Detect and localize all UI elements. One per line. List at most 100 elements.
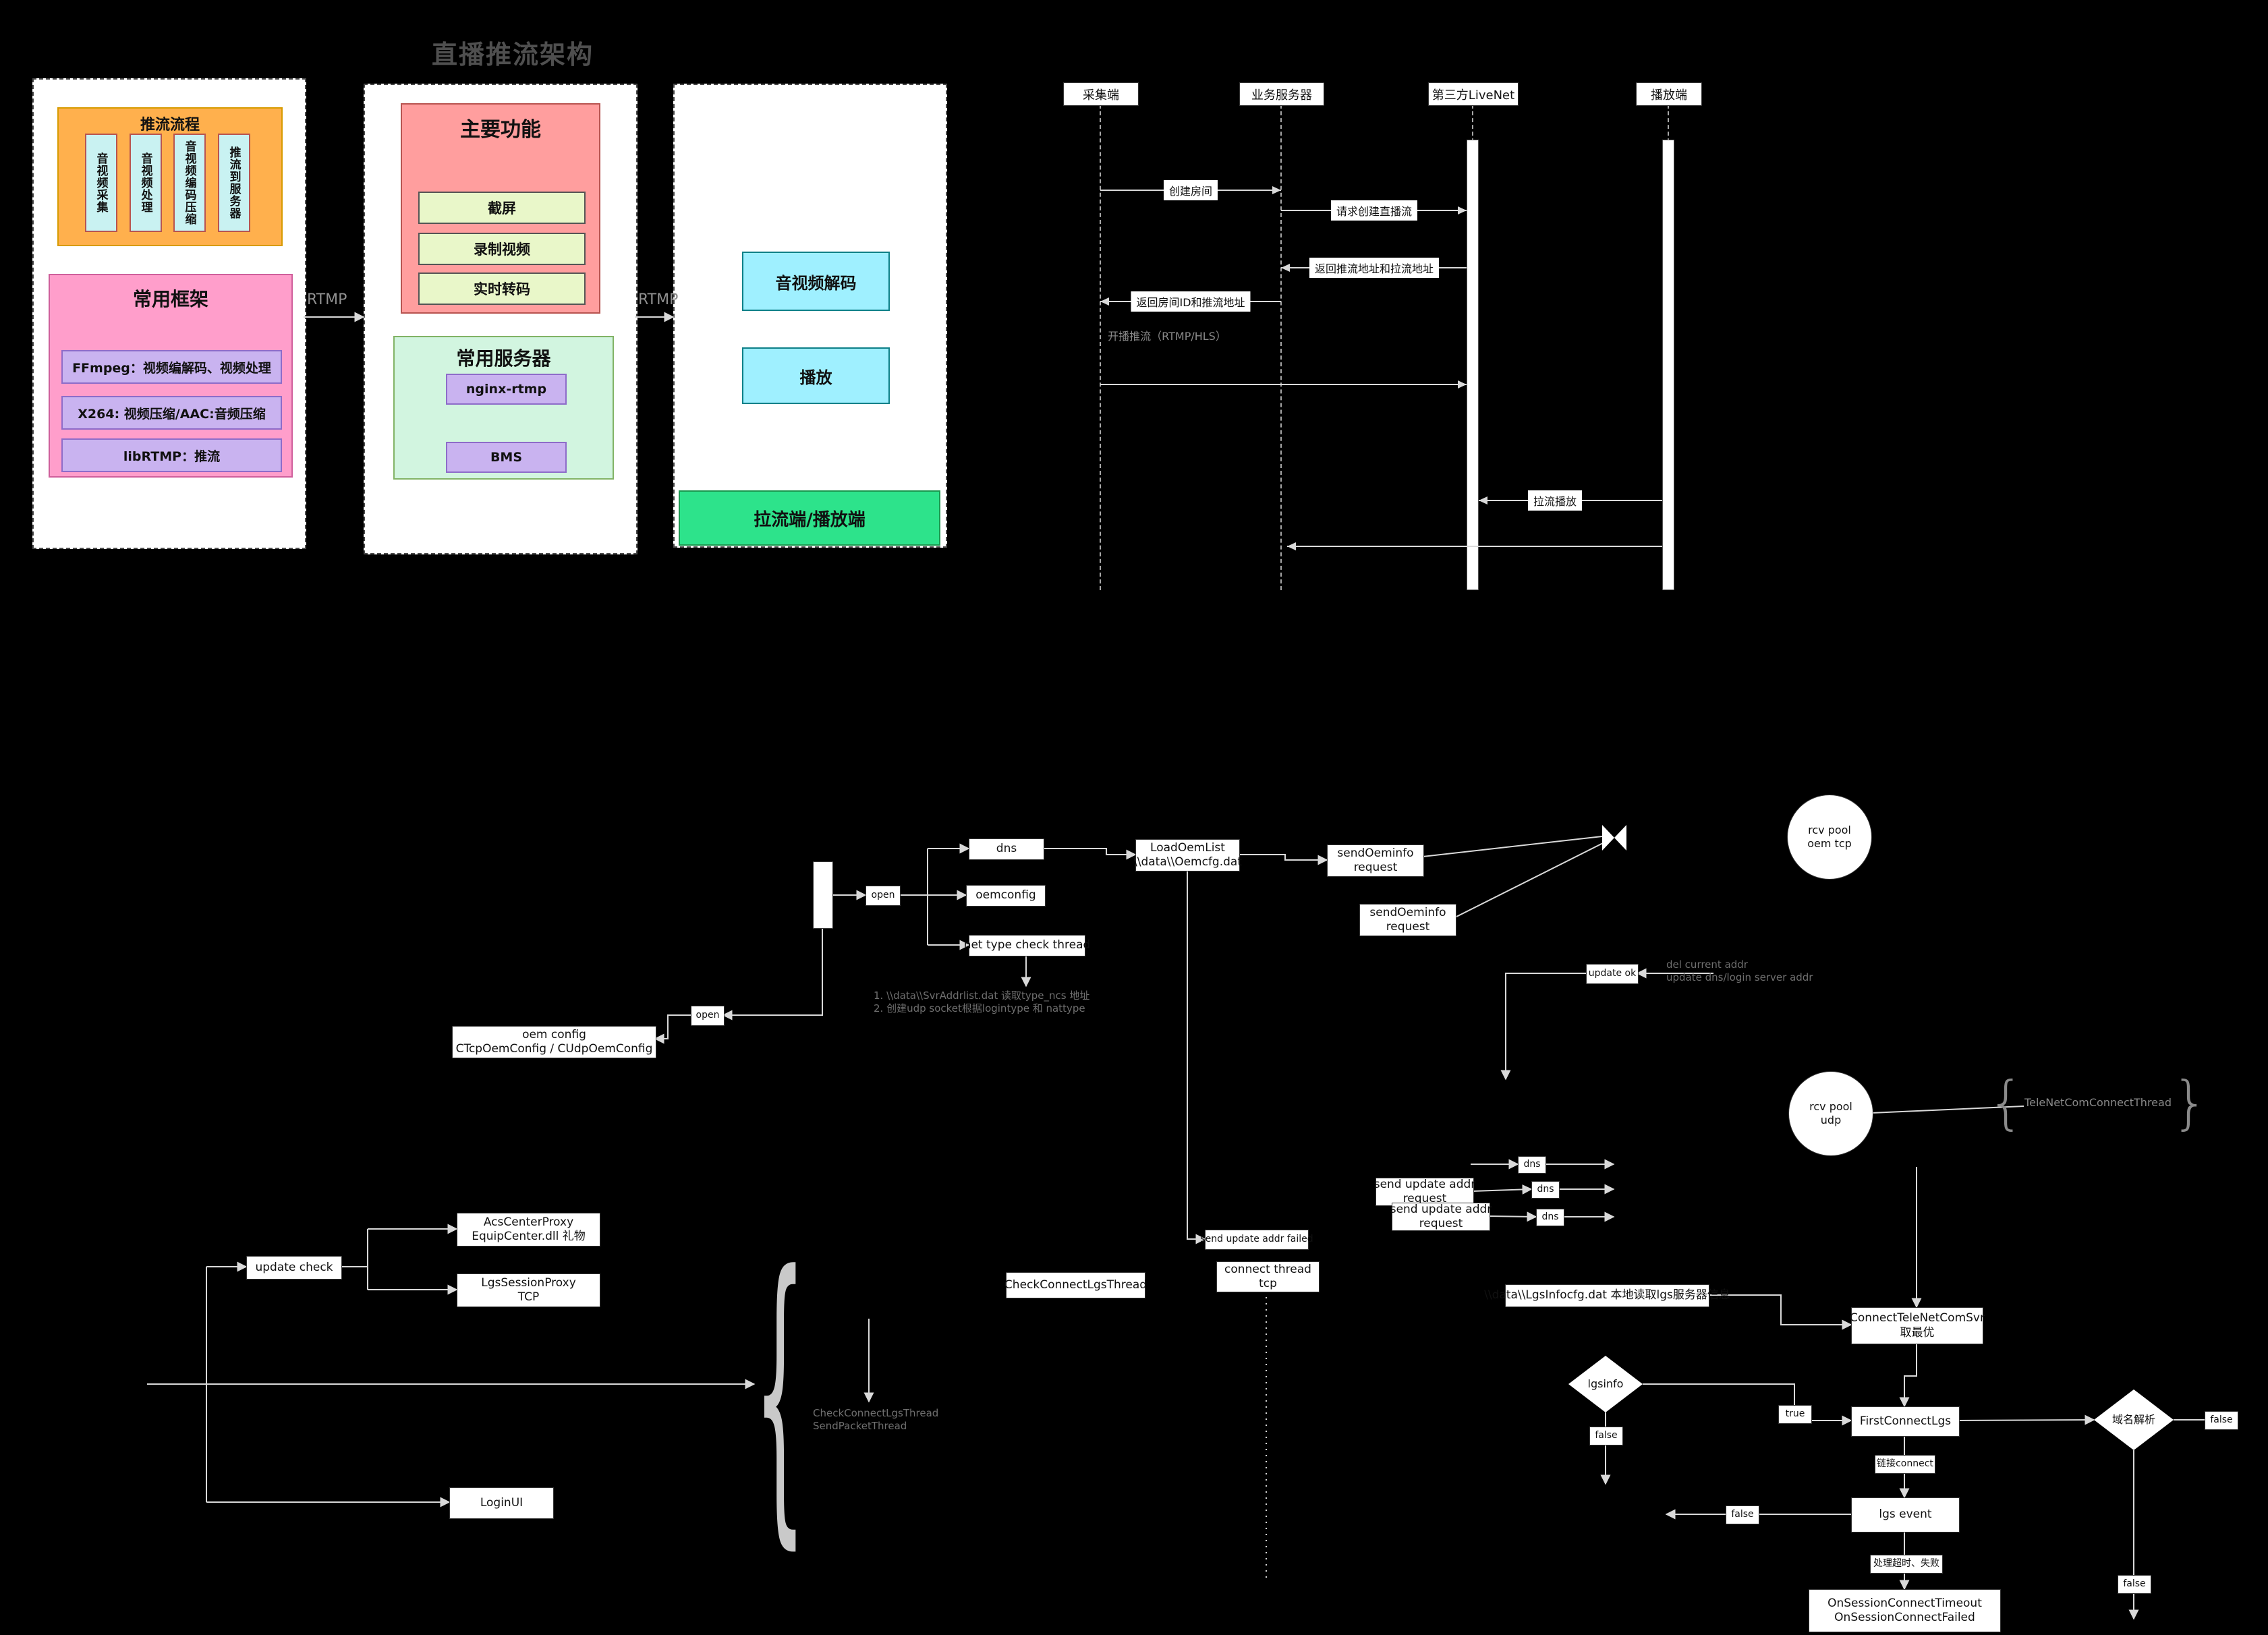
diagram-title: 直播推流架构	[432, 40, 594, 69]
false-label-1: false	[1589, 1427, 1623, 1445]
telenet-thread-note: {TeleNetComConnectThread}	[1987, 1066, 2208, 1140]
push-flow-group: 推流流程 音视频采集 音视频处理 音视频编码压缩 推流到服务器	[57, 107, 283, 246]
node-text: false	[2123, 1578, 2146, 1590]
node-text: 域名解析	[2111, 1413, 2155, 1426]
node-text: lgsinfo	[1587, 1377, 1624, 1390]
node-text: FirstConnectLgs	[1859, 1414, 1952, 1428]
play-box: 播放	[742, 347, 890, 404]
lifeline	[1100, 105, 1101, 590]
node-text: del current addr	[1666, 958, 1748, 971]
seq-message-label: 创建房间	[1163, 180, 1218, 200]
node-text: update check	[255, 1260, 333, 1274]
send-update-addr-failed: send update addr failed	[1200, 1230, 1313, 1250]
seq-message-label: 返回推流地址和拉流地址	[1309, 258, 1440, 278]
close-brace: }	[2171, 1069, 2209, 1137]
node-text: request	[1386, 920, 1430, 934]
node-text: udp	[1820, 1114, 1842, 1126]
connector	[1187, 870, 1206, 1244]
first-connect-lgs: FirstConnectLgs	[1851, 1406, 1960, 1437]
node-text: false	[1731, 1509, 1754, 1520]
node-text: dns	[1537, 1184, 1554, 1195]
servers-group: 常用服务器 nginx-rtmp BMS	[393, 336, 614, 480]
push-flow-title: 推流流程	[140, 117, 200, 134]
node-text: AcsCenterProxy	[483, 1215, 574, 1229]
seq-actor: 业务服务器	[1239, 82, 1324, 106]
timeout-fail-label: 处理超时、失败	[1870, 1555, 1943, 1574]
connector	[1708, 1294, 1852, 1330]
node-text: send update addr failed	[1200, 1234, 1313, 1245]
node-text: dns	[996, 842, 1017, 856]
node-text: net type check thread	[963, 938, 1091, 952]
net-type-check-thread: net type check thread	[964, 935, 1090, 956]
node-text: CTcpOemConfig / CUdpOemConfig	[455, 1042, 653, 1056]
oemconfig-node: oemconfig	[966, 885, 1046, 907]
node-text: oemconfig	[975, 888, 1036, 902]
dns-small-2: dns	[1531, 1181, 1560, 1199]
node-text: CheckConnectLgsThread	[1004, 1278, 1147, 1292]
open-label-2: open	[691, 1006, 725, 1026]
node-text: EquipCenter.dll 礼物	[472, 1230, 586, 1243]
flow-step-encode: 音视频编码压缩	[173, 134, 206, 232]
rtmp-label-1: RTMP	[307, 291, 347, 308]
node-text: oem tcp	[1807, 837, 1852, 850]
seq-message-label: 开播推流（RTMP/HLS）	[1108, 330, 1226, 343]
server-bms: BMS	[446, 442, 567, 473]
bowtie-icon	[1614, 825, 1626, 851]
framework-title: 常用框架	[132, 288, 208, 310]
update-check: update check	[246, 1256, 342, 1280]
activation-bar	[1467, 140, 1479, 590]
function-screenshot: 截屏	[418, 192, 586, 224]
seq-message	[1287, 546, 1662, 547]
node-text: false	[2210, 1414, 2233, 1426]
lgs-event: lgs event	[1851, 1497, 1960, 1532]
node-text: OnSessionConnectTimeout	[1827, 1596, 1982, 1610]
node-text: OnSessionConnectFailed	[1834, 1611, 1975, 1624]
node-text: TCP	[517, 1290, 540, 1304]
false-label-3: false	[1726, 1505, 1759, 1524]
node-text: update ok	[1588, 968, 1637, 979]
node-text: rcv pool	[1809, 1100, 1852, 1113]
node-text: sendOeminfo	[1369, 905, 1446, 919]
connector	[1422, 836, 1603, 857]
function-record: 录制视频	[418, 233, 586, 265]
node-text: \\data\\Oemcfg.dat	[1133, 855, 1243, 869]
lifeline	[1280, 105, 1282, 590]
seq-message-arrowhead	[1458, 380, 1467, 389]
note-svraddrlist: 1. \\data\\SvrAddrlist.dat 读取type_ncs 地址…	[874, 987, 1089, 1017]
seq-message-arrowhead	[1272, 186, 1281, 194]
node-text: connect thread	[1224, 1262, 1311, 1276]
node-text: 2. 创建udp socket根据logintype 和 nattype	[874, 1002, 1085, 1014]
node-text: false	[1595, 1430, 1618, 1441]
seq-message-arrowhead	[1281, 264, 1290, 272]
flow-step-push: 推流到服务器	[218, 134, 250, 232]
dns-node: dns	[969, 838, 1044, 860]
node-text: 链接connect	[1877, 1458, 1933, 1470]
node-text: update dns/login server addr	[1666, 971, 1813, 983]
node-text: dns	[1523, 1159, 1541, 1170]
open-brace: {	[1987, 1069, 2025, 1137]
lgs-infocfg: \\data\\LgsInfocfg.dat 本地读取lgs服务器信息	[1484, 1284, 1730, 1307]
seq-message-label: 拉流播放	[1527, 490, 1583, 511]
open-label-1: open	[866, 886, 901, 906]
node-text: 处理超时、失败	[1873, 1558, 1939, 1570]
seq-message-arrowhead	[1100, 297, 1109, 306]
node-text: CheckConnectLgsThread	[813, 1407, 939, 1420]
node-text: LgsSessionProxy	[481, 1275, 576, 1290]
connector	[1043, 848, 1137, 860]
node-text: true	[1785, 1408, 1805, 1420]
seq-actor: 第三方LiveNet	[1428, 82, 1519, 106]
connector	[1899, 1343, 1917, 1408]
node-text: \\data\\LgsInfocfg.dat 本地读取lgs服务器信息	[1484, 1288, 1730, 1302]
connector	[1500, 973, 1586, 1081]
